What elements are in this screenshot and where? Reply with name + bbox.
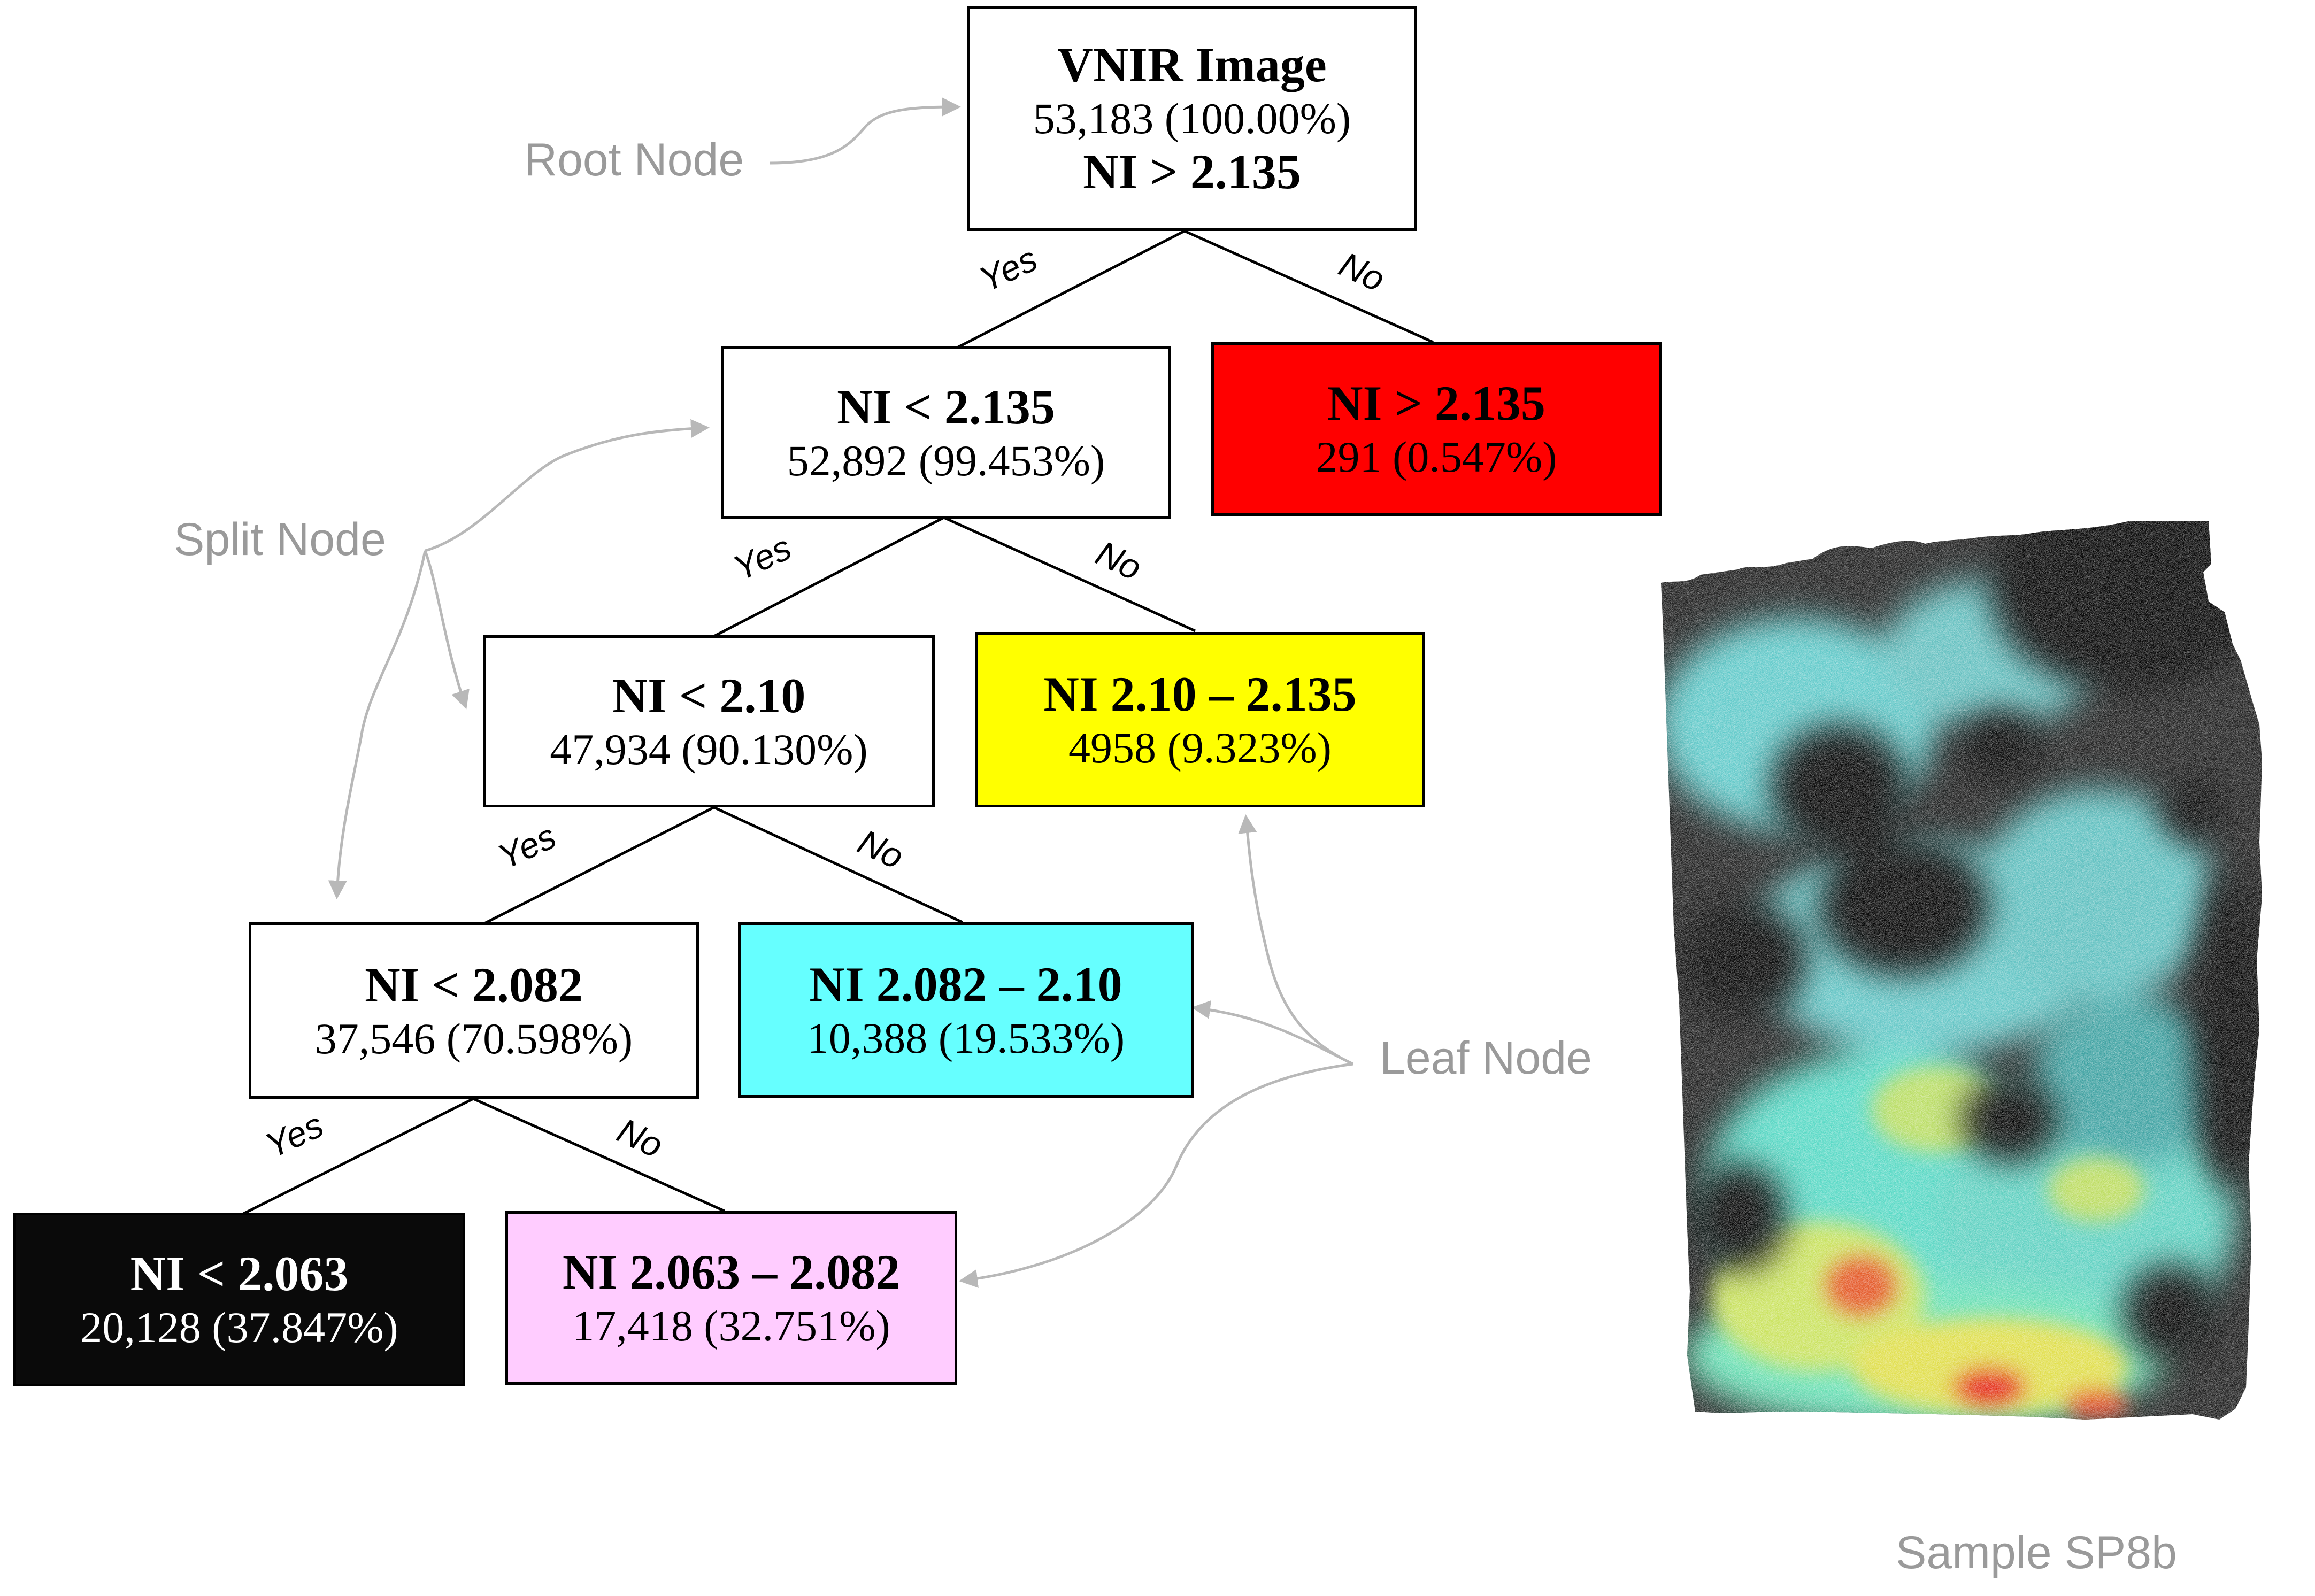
edge-split3-yes — [242, 1097, 474, 1215]
leaf-node-black-title: NI < 2.063 — [130, 1246, 349, 1301]
root-node-pointer — [770, 97, 961, 165]
split-node-1: NI < 2.135 52,892 (99.453%) — [721, 346, 1171, 519]
leaf-node-pointer-cyan — [1191, 1000, 1354, 1066]
root-node: VNIR Image 53,183 (100.00%) NI > 2.135 — [967, 6, 1417, 231]
root-node-title: VNIR Image — [1057, 37, 1327, 92]
leaf-node-yellow-title: NI 2.10 – 2.135 — [1043, 666, 1357, 721]
annotation-leaf-node: Leaf Node — [1380, 1032, 1592, 1084]
edge-split1-no — [943, 516, 1196, 633]
split-node-3: NI < 2.082 37,546 (70.598%) — [249, 922, 699, 1099]
leaf-node-pointer-pink — [959, 1062, 1353, 1288]
split-node-2-count: 47,934 (90.130%) — [550, 724, 868, 774]
leaf-node-pink-title: NI 2.063 – 2.082 — [562, 1245, 901, 1300]
leaf-node-cyan-title: NI 2.082 – 2.10 — [809, 957, 1122, 1012]
split-node-1-count: 52,892 (99.453%) — [787, 436, 1105, 485]
leaf-node-red-count: 291 (0.547%) — [1316, 433, 1557, 482]
edge-root-yes — [956, 229, 1186, 349]
edge-split2-no — [713, 806, 964, 924]
leaf-node-red-title: NI > 2.135 — [1327, 376, 1545, 431]
leaf-node-yellow: NI 2.10 – 2.135 4958 (9.323%) — [975, 632, 1425, 807]
annotation-root-node: Root Node — [524, 134, 744, 186]
annotation-sample: Sample SP8b — [1896, 1527, 2177, 1578]
split-node-1-title: NI < 2.135 — [837, 379, 1055, 434]
split-node-3-count: 37,546 (70.598%) — [314, 1014, 633, 1063]
edge-split2-yes — [480, 806, 715, 927]
annotation-split-node: Split Node — [174, 514, 386, 565]
leaf-node-pointer-yellow — [1238, 814, 1354, 1066]
classified-sample-image — [1661, 521, 2262, 1420]
split-node-pointer-2 — [424, 550, 470, 710]
leaf-node-cyan-count: 10,388 (19.533%) — [806, 1013, 1125, 1062]
split-node-pointer-3 — [328, 550, 427, 899]
leaf-node-pink-count: 17,418 (32.751%) — [572, 1301, 890, 1351]
edge-split1-yes — [713, 516, 945, 638]
split-node-3-title: NI < 2.082 — [365, 957, 583, 1012]
split-node-pointer-1 — [425, 419, 710, 552]
root-node-count: 53,183 (100.00%) — [1033, 94, 1351, 143]
edge-split3-no — [472, 1097, 726, 1213]
edge-root-no — [1183, 229, 1434, 344]
leaf-node-black: NI < 2.063 20,128 (37.847%) — [13, 1213, 465, 1386]
split-node-2: NI < 2.10 47,934 (90.130%) — [483, 635, 935, 807]
leaf-node-red: NI > 2.135 291 (0.547%) — [1211, 342, 1662, 516]
leaf-node-yellow-count: 4958 (9.323%) — [1068, 723, 1332, 772]
leaf-node-black-count: 20,128 (37.847%) — [80, 1303, 398, 1352]
root-node-rule: NI > 2.135 — [1083, 144, 1301, 199]
split-node-2-title: NI < 2.10 — [612, 668, 806, 723]
leaf-node-cyan: NI 2.082 – 2.10 10,388 (19.533%) — [738, 922, 1194, 1098]
leaf-node-pink: NI 2.063 – 2.082 17,418 (32.751%) — [505, 1211, 957, 1385]
